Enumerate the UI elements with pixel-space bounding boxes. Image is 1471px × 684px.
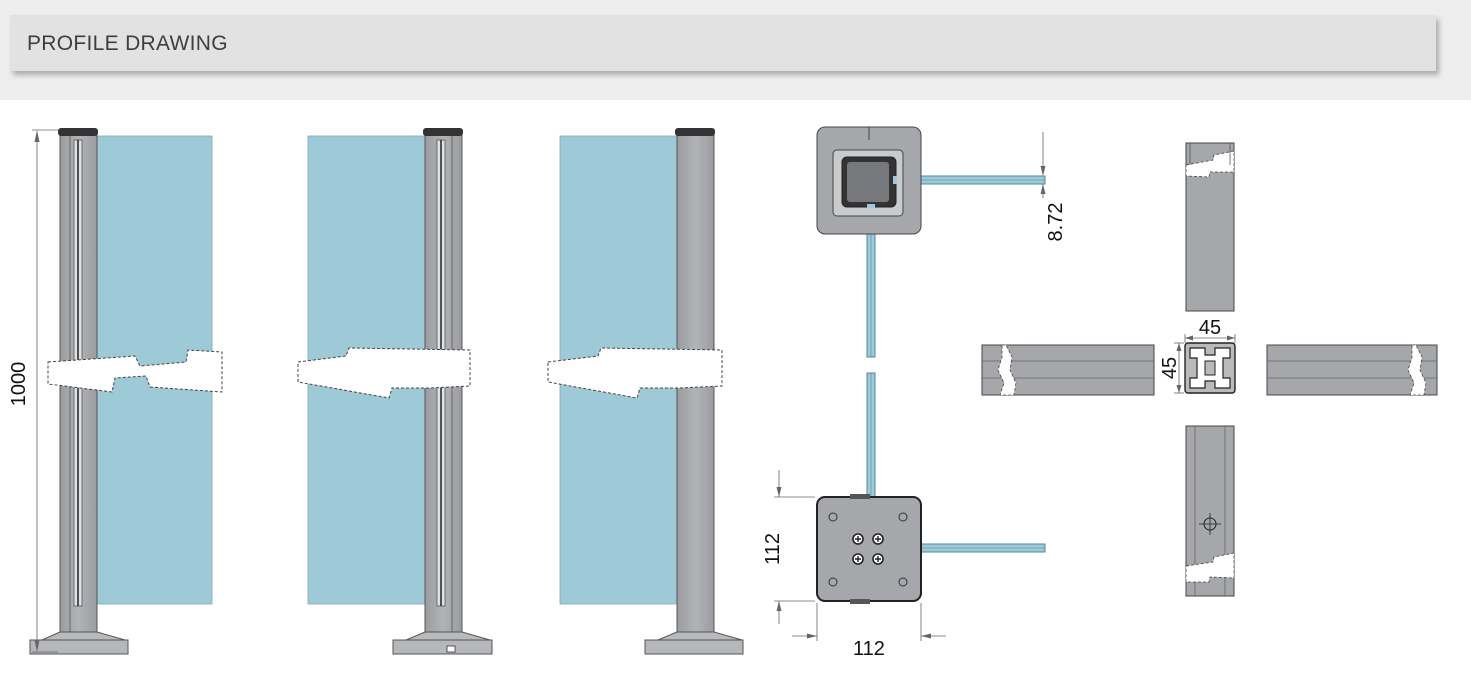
- screw: [872, 533, 884, 545]
- plan-view-corner: [816, 126, 1046, 358]
- mount-hole: [828, 577, 838, 587]
- aluminium-profile-section: [1184, 342, 1236, 394]
- base-foot: [405, 631, 491, 641]
- base-plate: [392, 639, 493, 655]
- base-width-label: 112: [853, 638, 885, 660]
- screw: [852, 533, 864, 545]
- mount-hole: [898, 577, 908, 587]
- post-cap: [423, 128, 463, 136]
- base-height-label: 112: [762, 533, 784, 565]
- section-header: PROFILE DRAWING: [10, 15, 1436, 71]
- break-lines: [47, 347, 723, 399]
- elevation-view-2: [307, 128, 493, 655]
- base-height-dimension: 112: [762, 470, 815, 624]
- profile-width-label: 45: [1199, 317, 1221, 339]
- screw: [872, 553, 884, 565]
- height-dimension: 1000: [8, 129, 58, 653]
- base-screw: [446, 645, 456, 653]
- mount-hole: [898, 512, 908, 522]
- elevation-view-1: [29, 128, 213, 655]
- glass-offset-label: 8.72: [1045, 203, 1067, 242]
- post-cap: [58, 128, 98, 136]
- height-dimension-label: 1000: [8, 362, 30, 407]
- page-title: PROFILE DRAWING: [27, 32, 228, 55]
- post-inner: [847, 162, 889, 202]
- glass-offset-dimension: 8.72: [1040, 132, 1067, 242]
- base-plate: [644, 639, 744, 655]
- profile-section: [981, 142, 1438, 597]
- base-plate: [29, 639, 129, 655]
- base-width-dimension: 112: [792, 603, 946, 660]
- profile-width-dimension: 45: [1184, 317, 1236, 343]
- mount-hole: [828, 512, 838, 522]
- profile-height-dimension: 45: [1159, 342, 1184, 394]
- post-cap: [675, 128, 715, 136]
- base-foot: [657, 631, 743, 641]
- screw: [852, 553, 864, 565]
- base-foot: [41, 631, 126, 641]
- plan-view-base: [816, 372, 1046, 604]
- profile-height-label: 45: [1159, 357, 1181, 379]
- elevation-view-3: [559, 128, 744, 655]
